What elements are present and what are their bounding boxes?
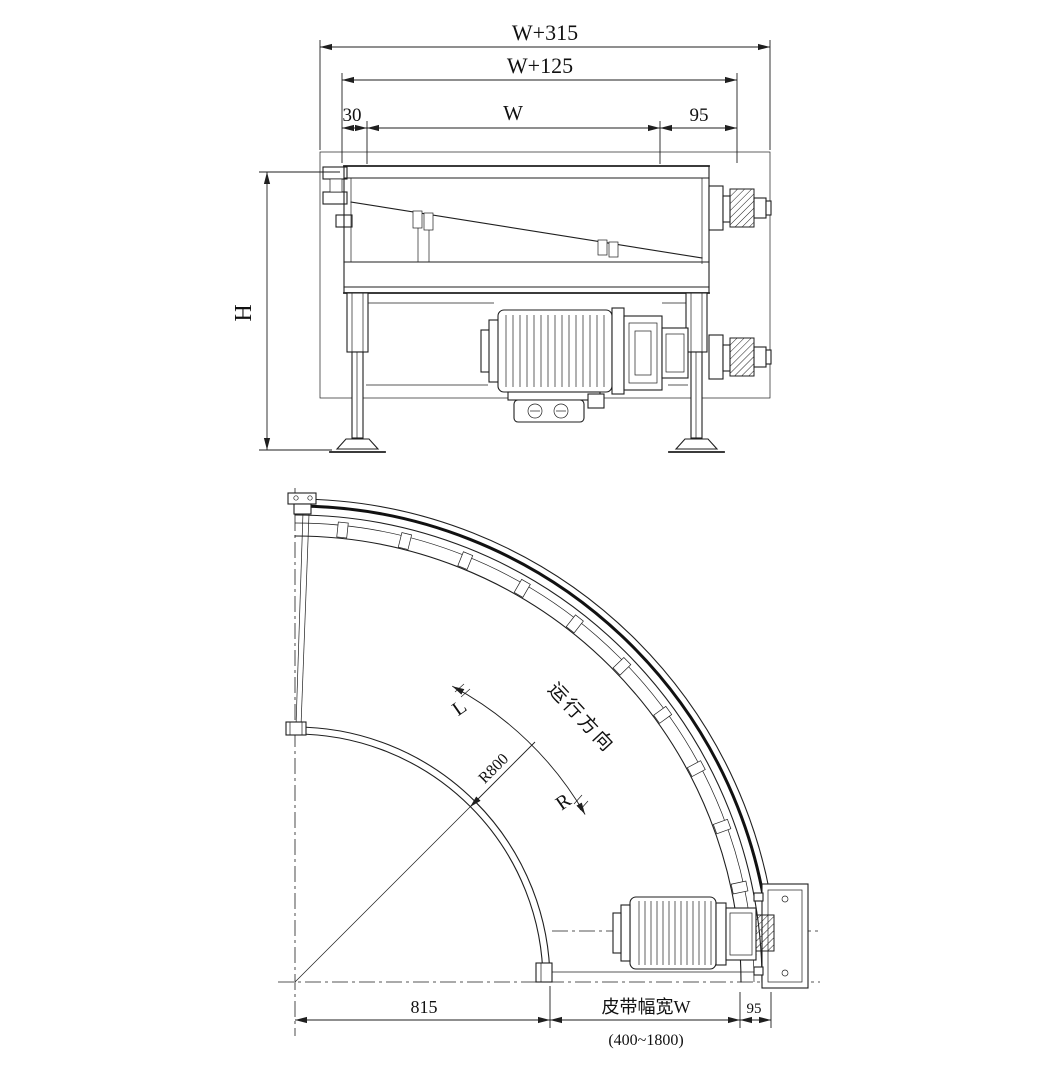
direction-arrows: L R 运行方向 [448,678,619,815]
dim-95-top-label: 95 [690,105,709,126]
motor-fins [638,901,712,965]
plan-dimensions: 815 皮带幅宽W (400~1800) 95 [295,986,772,1049]
right-label: R [552,789,576,815]
dim-w125-label: W+125 [507,53,573,78]
motor-plan-view [612,896,775,970]
outer-arc-band [294,498,779,983]
motor-side-view [480,307,689,423]
motor-base-bracket [513,399,585,423]
outer-guide-clips [336,521,757,957]
tail-takeup [322,166,353,228]
plan-view: R800 L R 运行方向 [278,488,820,1049]
dim-w-label: W [503,101,523,125]
support-leg-left [329,292,386,453]
head-shaft-lower [708,334,772,380]
dim-h-label: H [231,304,257,321]
belt-range-label: (400~1800) [608,1032,683,1049]
belt-width-label: 皮带幅宽W [602,997,691,1017]
shaft-flange-hatch [729,188,755,228]
elevation-view: W+315 W+125 30 W 95 H [231,20,772,453]
support-leg-right [668,292,725,453]
dim-30-label: 30 [343,105,362,126]
motor-fins [505,315,605,387]
drive-station-plan [552,883,809,989]
radius-r800-label: R800 [476,751,513,788]
dim-95-bottom-label: 95 [747,1001,762,1017]
elevation-dimensions: W+315 W+125 30 W 95 H [231,20,771,451]
dim-815-label: 815 [411,997,438,1017]
shaft-flange-hatch [729,337,755,377]
left-label: L [448,696,471,721]
radius-callout: R800 [294,741,536,983]
dim-w315-label: W+315 [512,20,578,45]
entry-edge [285,492,553,983]
head-shaft-upper [708,185,772,231]
run-direction-label: 运行方向 [543,678,619,757]
belt-frame [343,165,710,386]
shaft-flange-hatch [755,914,775,952]
